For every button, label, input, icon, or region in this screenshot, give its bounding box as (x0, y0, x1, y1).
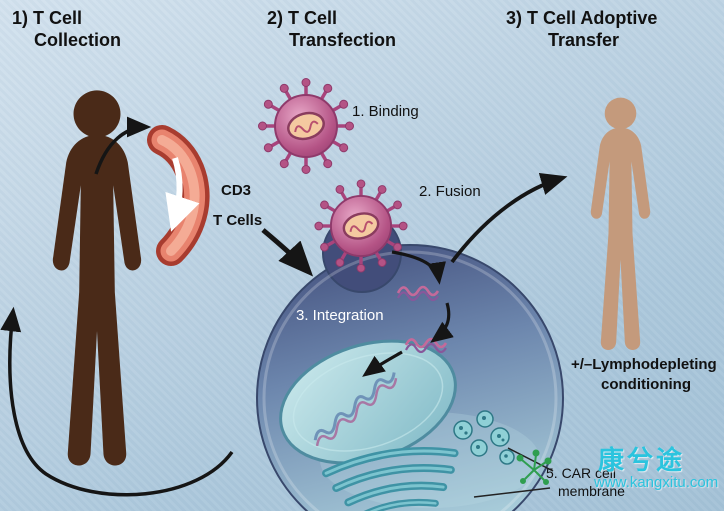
fusion-label: 2. Fusion (419, 183, 481, 200)
collection-arrow (94, 116, 152, 175)
step1-heading-line1: 1) T Cell (12, 8, 83, 28)
step3-heading-line2: Transfer (548, 30, 620, 50)
process-arrows (261, 172, 568, 377)
viral-rna-icon (396, 285, 448, 354)
blood-vessel-icon (147, 125, 210, 266)
watermark-brand: 康兮途 (598, 445, 686, 475)
green-sprout-icon (516, 449, 552, 485)
tcell-entry-arrow (261, 228, 314, 277)
virus-particle-icon (259, 79, 354, 174)
step2-heading-line2: Transfection (289, 30, 397, 50)
genomic-dna-icon (313, 372, 398, 447)
car-label-pointer-lines (473, 447, 554, 498)
cycle-arrow (0, 306, 234, 497)
fusion-release-arrow (391, 250, 446, 285)
patient-silhouette-icon (52, 90, 142, 466)
binding-label: 1. Binding (352, 103, 419, 120)
step3-heading-line1: 3) T Cell Adoptive (506, 8, 658, 28)
step2-heading-line1: 2) T Cell (267, 8, 338, 28)
rna-transit-arrow (430, 302, 454, 343)
lymphodepleting-label-line1: +/–Lymphodepleting (571, 356, 717, 373)
recipient-silhouette-icon (590, 97, 651, 350)
nucleus-icon (279, 339, 457, 465)
watermark-url: www.kangxitu.com (594, 474, 719, 491)
golgi-icon (322, 447, 459, 511)
car-membrane-label-line1: 5. CAR cell (546, 465, 617, 481)
step1-heading-line2: Collection (34, 30, 122, 50)
t-cells-label: T Cells (213, 212, 263, 229)
cd3-label: CD3 (221, 182, 252, 199)
vesicles-icon (453, 410, 515, 465)
integration-arrow (362, 350, 403, 377)
car-membrane-label-line2: membrane (558, 483, 625, 499)
lymphodepleting-label-line2: conditioning (601, 376, 691, 393)
transfer-arrow (450, 172, 568, 264)
integration-label: 3. Integration (296, 307, 384, 324)
